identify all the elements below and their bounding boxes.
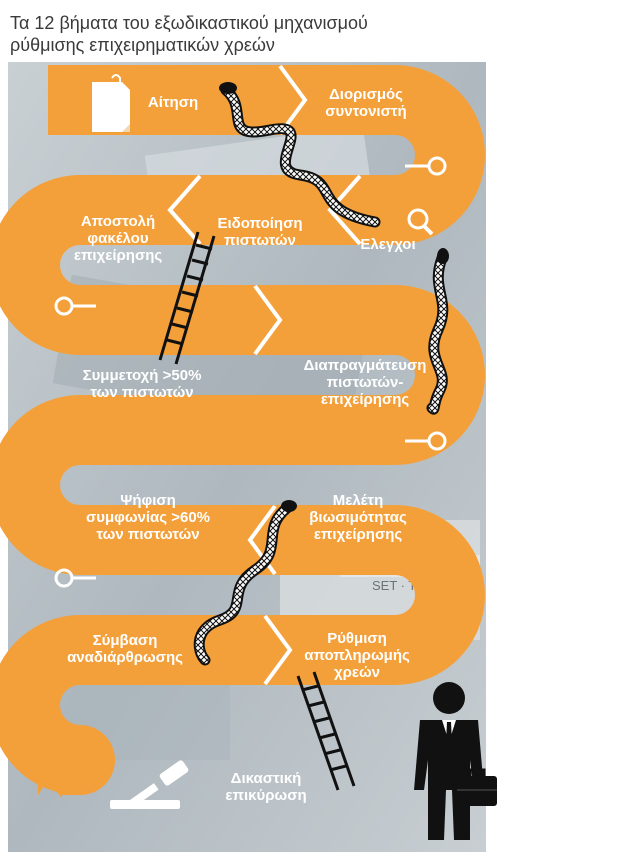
snake-icon-2 <box>426 248 449 415</box>
step-11-label: Ρύθμιση αποπληρωμής χρεών <box>304 630 410 681</box>
snake-icon <box>219 82 381 228</box>
document-icon <box>92 74 130 132</box>
step-6-label: Συμμετοχή >50% των πιστωτών <box>82 367 202 401</box>
ring-markers <box>54 156 447 588</box>
ladder-icon <box>158 231 216 365</box>
step-9-label: Ψήφιση συμφωνίας >60% των πιστωτών <box>85 492 211 543</box>
step-10-label: Σύμβαση αναδιάρθρωσης <box>67 632 183 666</box>
step-7-label: Διαπραγμάτευση πιστωτών- επιχείρησης <box>303 357 427 408</box>
title-line-2: ρύθμισης επιχειρηματικών χρεών <box>10 35 275 55</box>
page-title: Τα 12 βήματα του εξωδικαστικού μηχανισμο… <box>10 12 440 56</box>
step-2-label: Διορισμός συντονιστή <box>325 86 407 120</box>
magnifier-icon <box>407 208 434 236</box>
gavel-icon <box>110 760 189 809</box>
snake-icon-3 <box>193 500 297 666</box>
step-3-label: Ελεγχοι <box>360 236 416 253</box>
step-5-label: Αποστολή φακέλου επιχείρησης <box>73 213 163 264</box>
businessman-icon <box>414 682 484 840</box>
step-12-label: Δικαστική επικύρωση <box>225 770 307 804</box>
ladder-icon-2 <box>296 671 356 791</box>
step-4-label: Ειδοποίηση πιστωτών <box>217 215 303 249</box>
title-line-1: Τα 12 βήματα του εξωδικαστικού μηχανισμο… <box>10 13 368 33</box>
step-8-label: Μελέτη βιωσιμότητας επιχείρησης <box>309 492 407 543</box>
step-1-label: Αίτηση <box>147 94 199 111</box>
briefcase-icon <box>457 768 497 806</box>
